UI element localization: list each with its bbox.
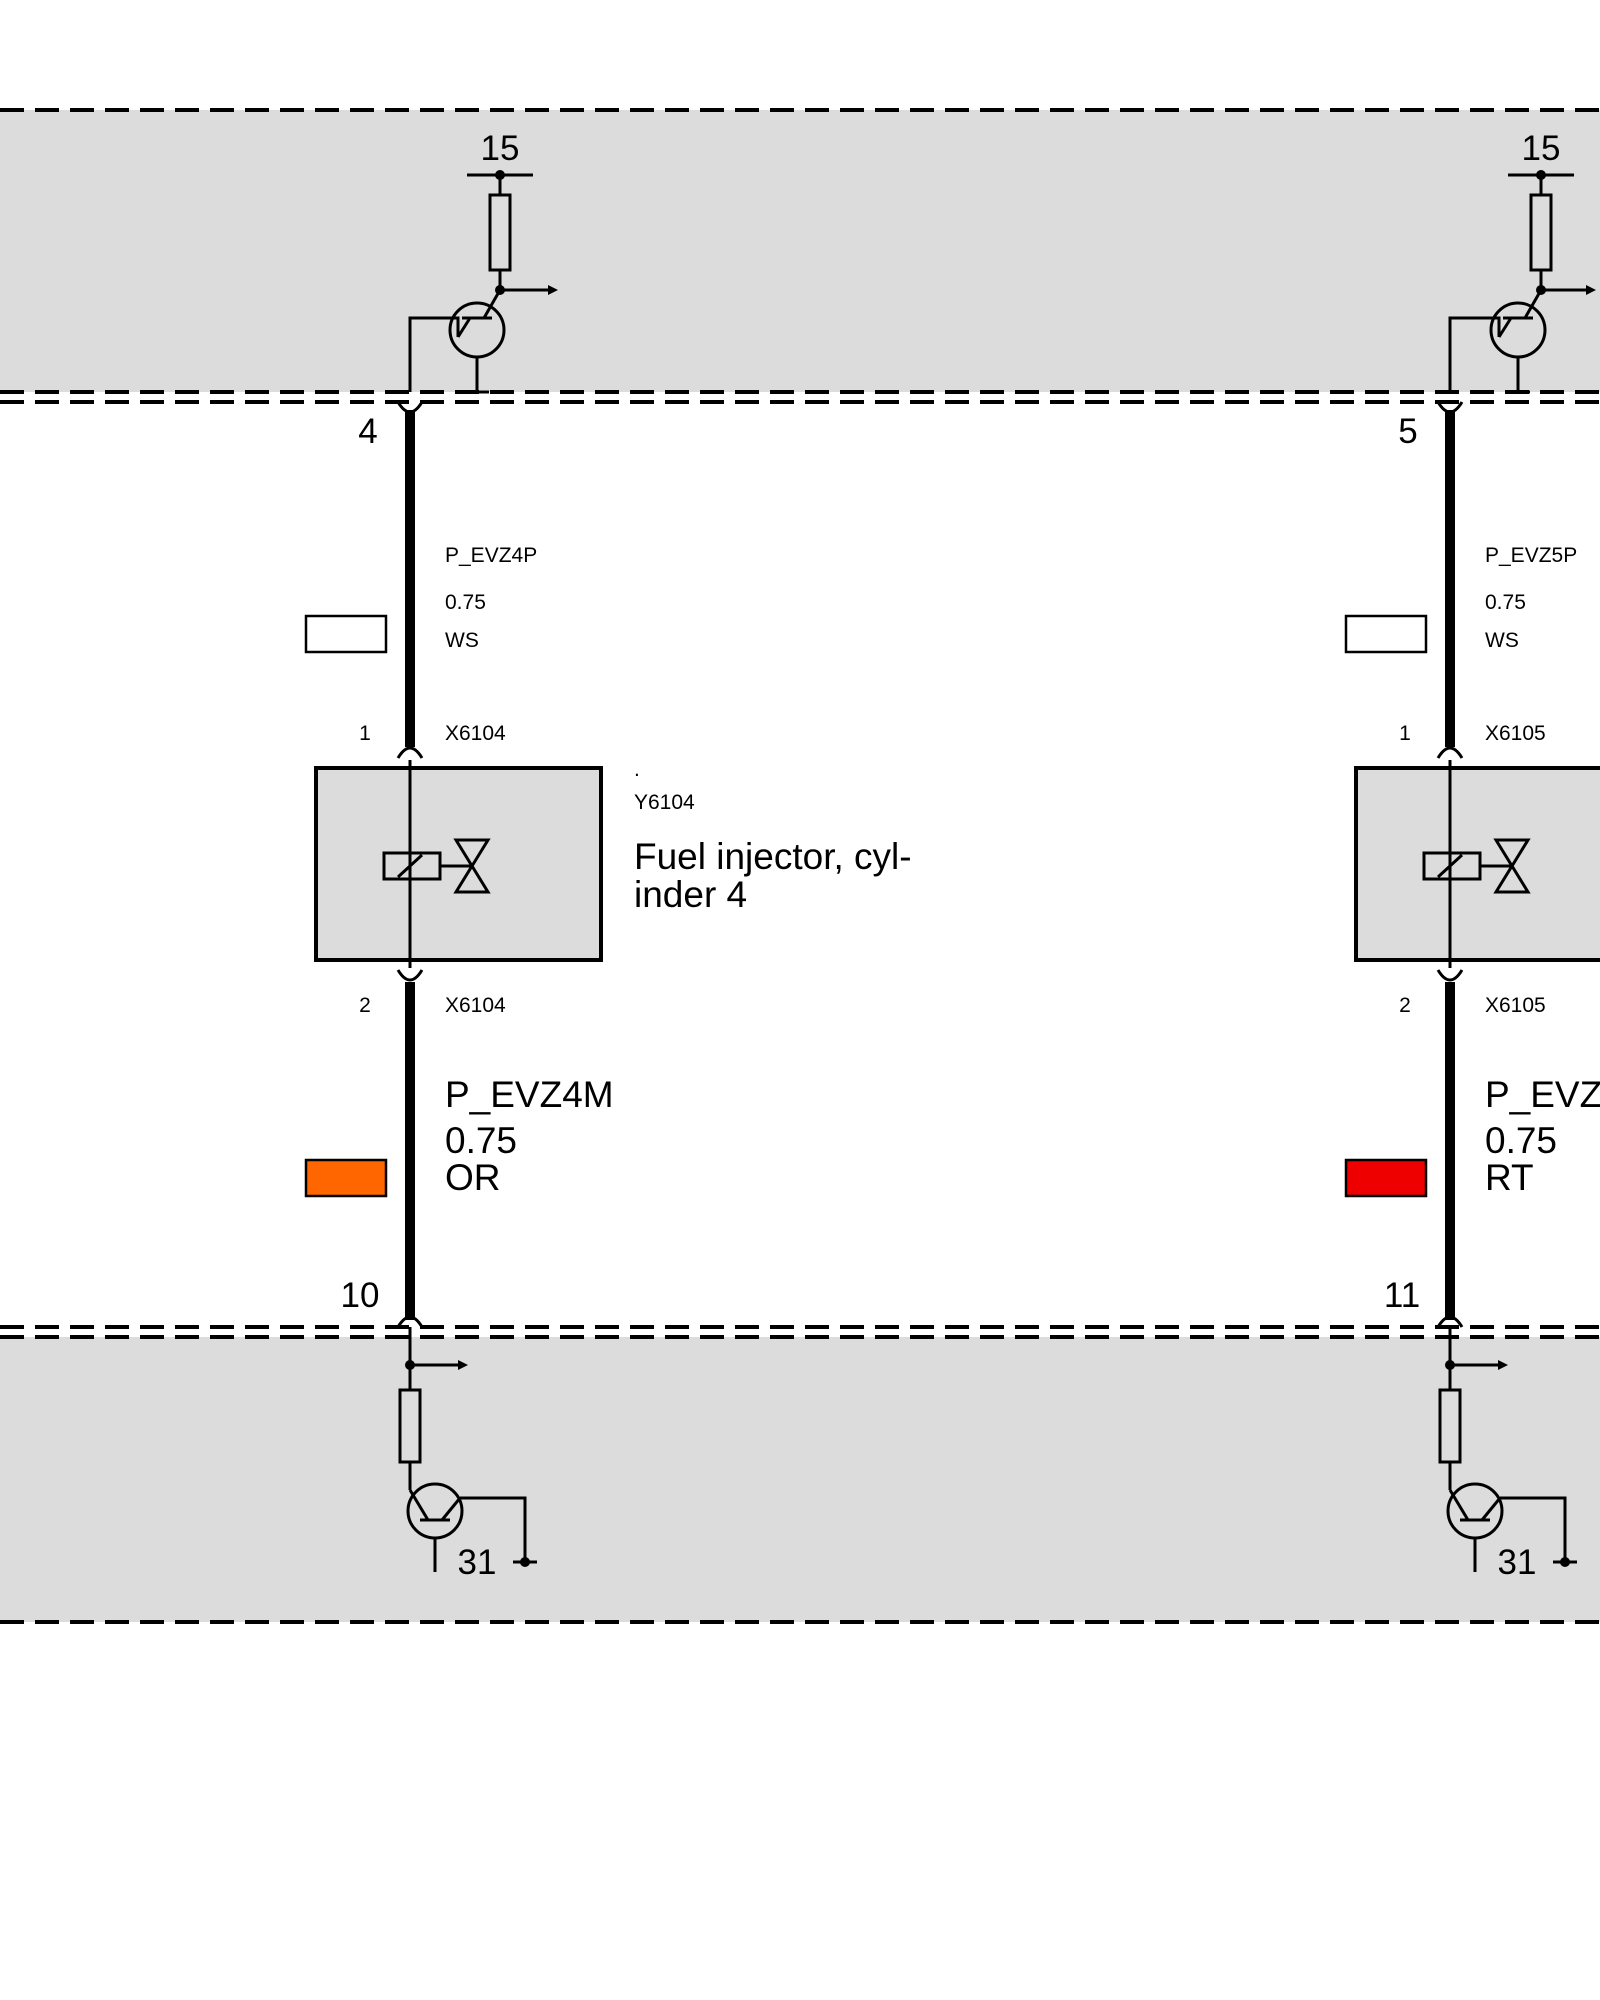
transistor-emitter-1 [456, 317, 472, 338]
connector-pin-top-2: 1 [1399, 722, 1411, 745]
wire-color-code-lower-1: OR [445, 1157, 501, 1198]
connector-pin-bottom-1: 2 [359, 994, 371, 1017]
wire-gauge-upper-1: 0.75 [445, 591, 486, 614]
transistor-collector-2 [1523, 289, 1543, 319]
injector-box-1 [314, 766, 603, 962]
wire-color-code-upper-1: WS [445, 629, 479, 652]
connector-pin-top-1: 1 [359, 722, 371, 745]
fuel-injector-4 [314, 760, 603, 968]
wire-color-swatch-or-1 [304, 1158, 388, 1198]
pin-hook-lower-2 [1436, 1315, 1464, 1328]
transistor-emitter-2 [1497, 317, 1513, 338]
component-dot-1: . [634, 758, 640, 781]
solenoid-diagonal-2 [1436, 853, 1464, 879]
component-id-1: Y6104 [634, 791, 695, 814]
ecu-pin-label-lower-2: 11 [1384, 1276, 1420, 1315]
connector-hook-bottom-1 [396, 969, 424, 982]
wire-color-swatch-ws-2 [1344, 614, 1428, 654]
top-control-unit-panel [0, 108, 1600, 404]
output-lead-1 [408, 316, 460, 392]
connector-id-top-1: X6104 [445, 722, 506, 745]
low-transistor-emitter-1 [408, 1489, 430, 1521]
circuit-cylinder-5: 15 5 P_EVZ5P 0.75 WS 1 X6105 [1344, 129, 1600, 1582]
wire-color-code-lower-2: RT [1485, 1157, 1534, 1198]
bottom-control-unit-panel [0, 1325, 1600, 1624]
wire-color-code-upper-2: WS [1485, 629, 1519, 652]
ecu-pin-label-upper-2: 5 [1398, 412, 1417, 451]
wire-gauge-lower-1: 0.75 [445, 1120, 517, 1161]
low-transistor-collector-2 [1480, 1497, 1502, 1521]
connector-id-bottom-1: X6104 [445, 994, 506, 1017]
connector-hook-top-1 [396, 746, 424, 759]
low-side-driver-2: 31 [1438, 1327, 1577, 1582]
bottom-panel-fill [0, 1337, 1600, 1622]
connector-id-bottom-2: X6105 [1485, 994, 1546, 1017]
ground-31-label-2: 31 [1498, 1543, 1537, 1582]
valve-symbol-1 [453, 838, 491, 894]
ecu-pin-label-upper-1: 4 [358, 412, 377, 451]
ground-node-1 [520, 1557, 530, 1567]
terminal-15-label-2: 15 [1522, 129, 1561, 168]
high-side-driver-2: 15 [1448, 129, 1596, 394]
low-transistor-emitter-2 [1448, 1489, 1470, 1521]
transistor-collector-1 [482, 289, 502, 319]
wire-color-swatch-rt-2 [1344, 1158, 1428, 1198]
ground-return-2 [1500, 1496, 1567, 1562]
ground-node-2 [1560, 1557, 1570, 1567]
injector-box-2 [1354, 766, 1600, 962]
circuit-cylinder-4: 15 4 P_EVZ4P 0.75 WS 1 X6104 [304, 129, 912, 1582]
ground-return-1 [460, 1496, 527, 1562]
high-side-driver-1: 15 [408, 129, 558, 394]
ecu-pin-label-lower-1: 10 [341, 1276, 380, 1315]
wire-signal-lower-1: P_EVZ4M [445, 1074, 614, 1115]
solenoid-diagonal-1 [396, 853, 424, 879]
wire-color-swatch-ws-1 [304, 614, 388, 654]
output-lead-2 [1448, 316, 1501, 392]
terminal-15-label-1: 15 [481, 129, 520, 168]
connector-hook-top-2 [1436, 746, 1464, 759]
valve-symbol-2 [1493, 838, 1531, 894]
fuel-injector-5 [1354, 760, 1600, 968]
component-name-line1-1: Fuel injector, cyl- [634, 836, 912, 877]
connector-hook-bottom-2 [1436, 969, 1464, 982]
top-panel-fill [0, 110, 1600, 392]
low-side-driver-1: 31 [398, 1327, 537, 1582]
wire-gauge-lower-2: 0.75 [1485, 1120, 1557, 1161]
low-transistor-collector-1 [440, 1497, 462, 1521]
connector-id-top-2: X6105 [1485, 722, 1546, 745]
wire-signal-upper-1: P_EVZ4P [445, 544, 537, 567]
ground-31-label-1: 31 [458, 1543, 497, 1582]
wire-signal-lower-2: P_EVZ [1485, 1074, 1600, 1115]
component-name-line2-1: inder 4 [634, 874, 747, 915]
pin-hook-lower-1 [396, 1315, 424, 1328]
wire-signal-upper-2: P_EVZ5P [1485, 544, 1577, 567]
connector-pin-bottom-2: 2 [1399, 994, 1411, 1017]
wire-gauge-upper-2: 0.75 [1485, 591, 1526, 614]
